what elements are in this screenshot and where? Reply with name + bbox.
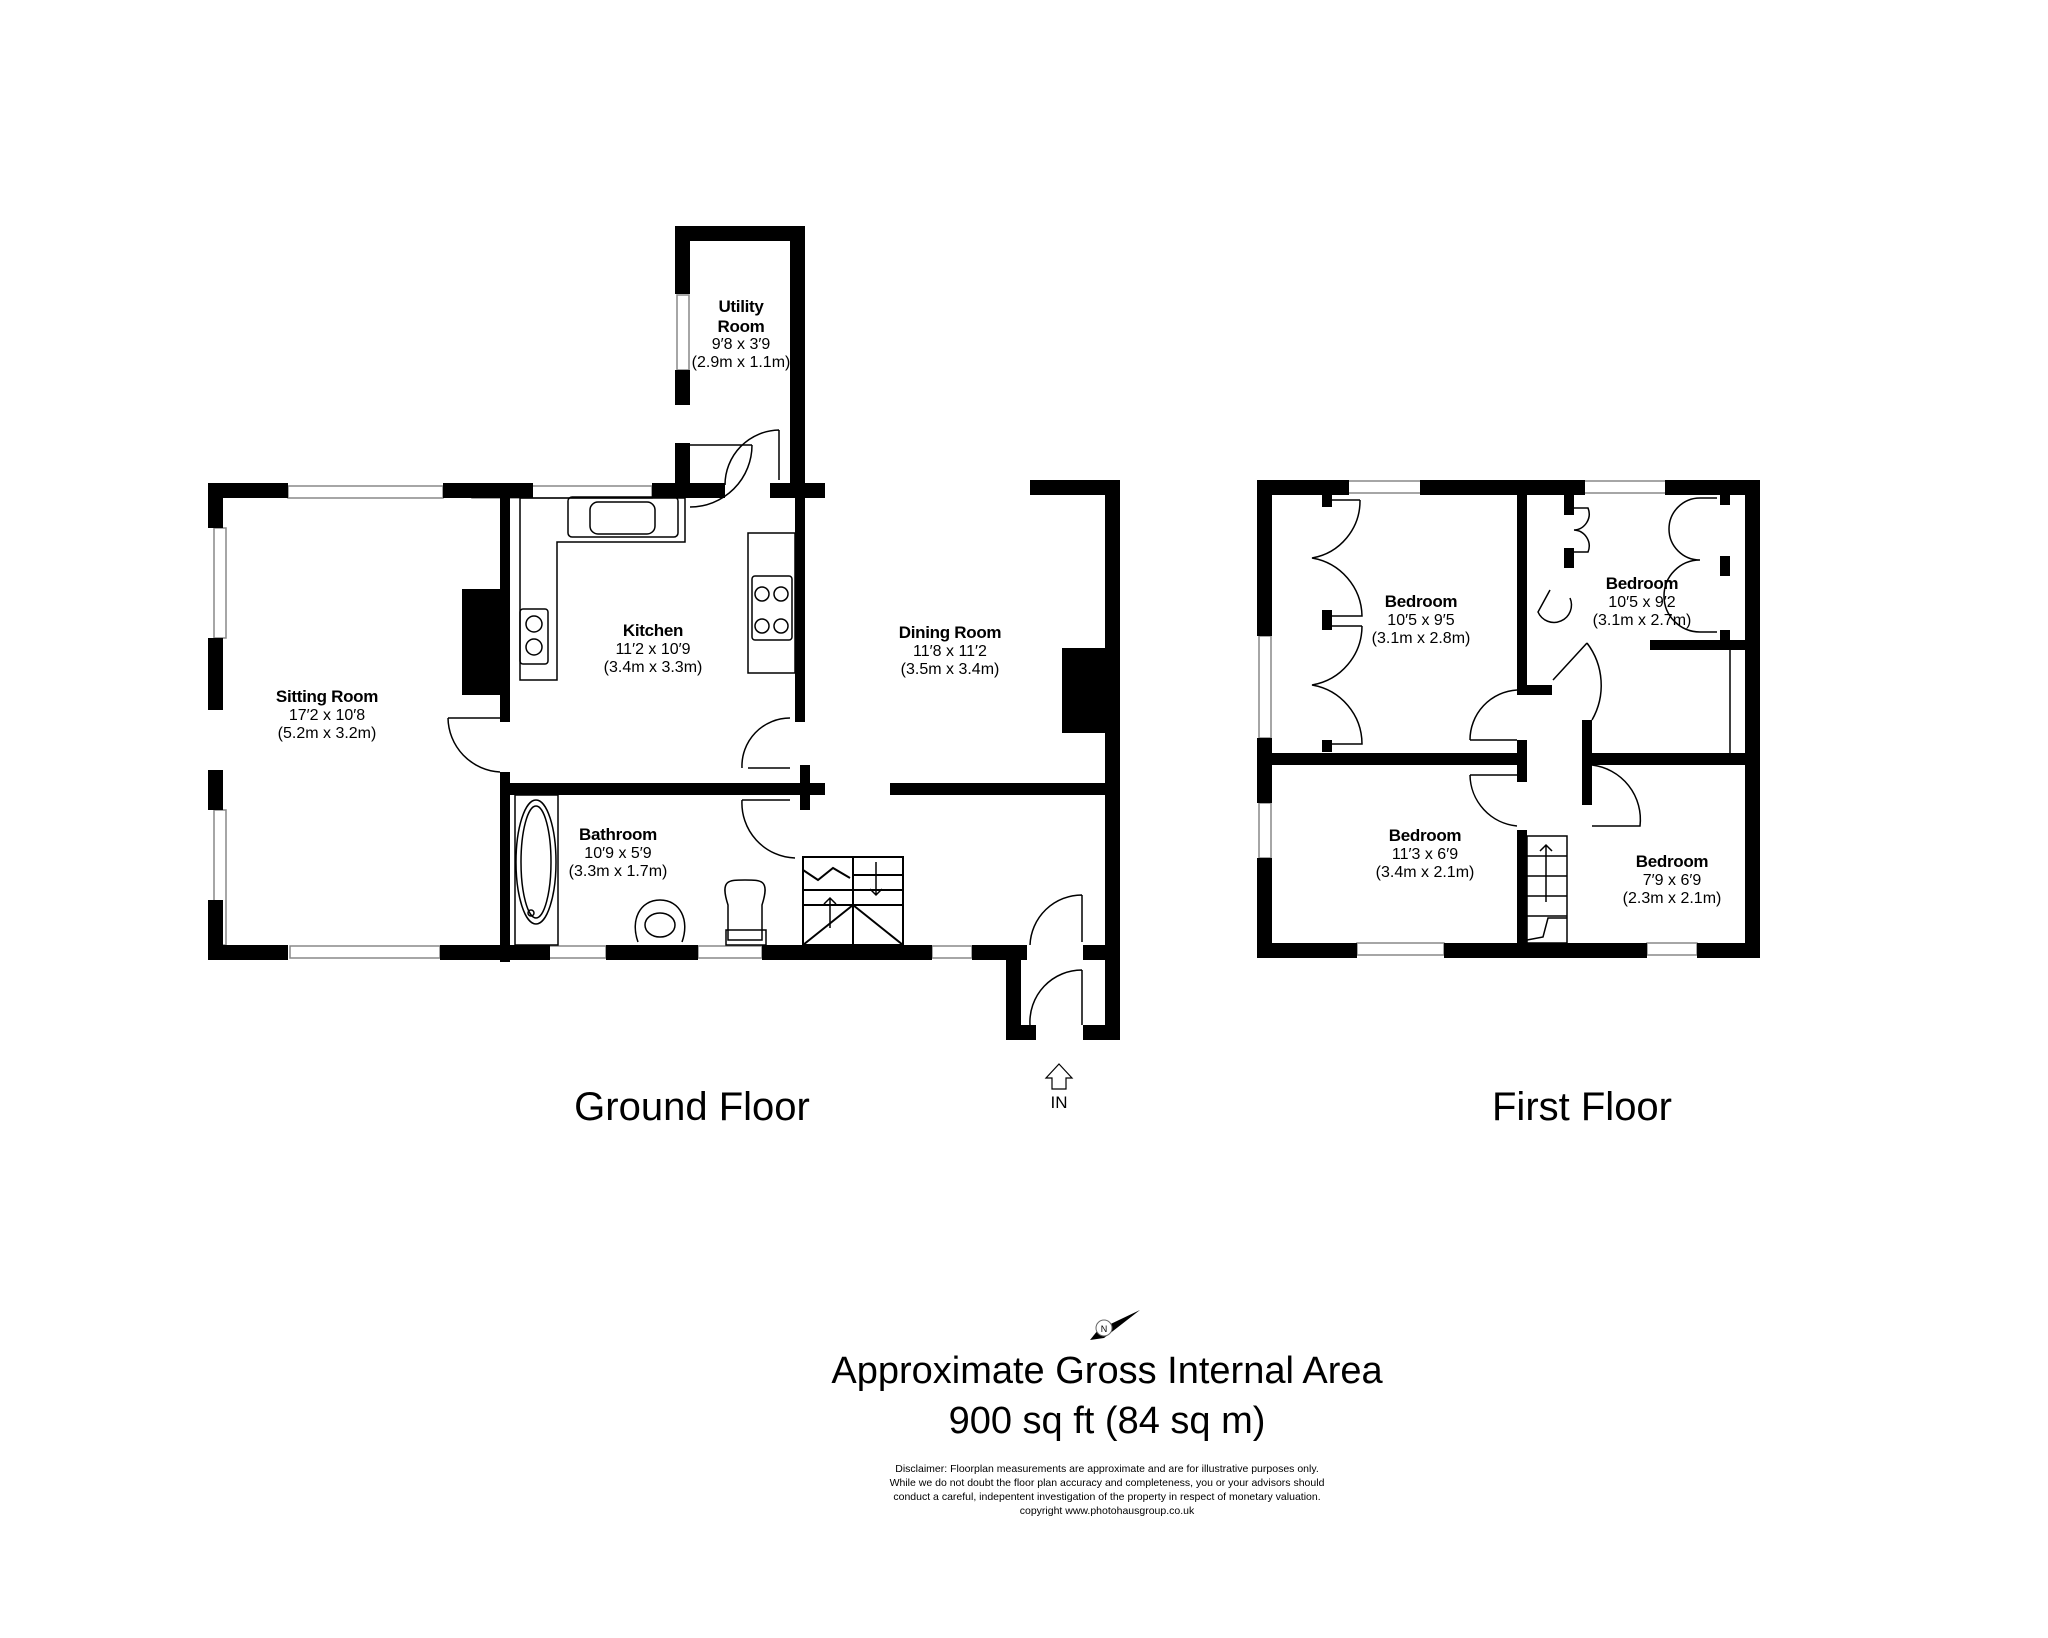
- room-label-kitchen: Kitchen 11′2 x 10′9 (3.4m x 3.3m): [604, 621, 703, 677]
- room-name: Dining Room: [898, 622, 1002, 642]
- room-dimensions-metric: (3.3m x 1.7m): [568, 862, 668, 880]
- room-label-bathroom: Bathroom 10′9 x 5′9 (3.3m x 1.7m): [569, 825, 668, 881]
- room-name: Kitchen: [622, 620, 684, 640]
- copyright-line: copyright www.photohausgroup.co.uk: [1019, 1505, 1195, 1517]
- ground-floor-plan: [208, 226, 1120, 1090]
- room-dimensions-imperial: 10′9 x 5′9: [584, 844, 652, 862]
- room-dimensions-metric: (3.1m x 2.7m): [1592, 611, 1692, 629]
- room-dimensions-metric: (3.4m x 3.3m): [603, 658, 703, 676]
- svg-text:N: N: [1101, 1324, 1108, 1334]
- room-label-bedroom-3: Bedroom 11′3 x 6′9 (3.4m x 2.1m): [1376, 826, 1475, 882]
- room-dimensions-metric: (3.4m x 2.1m): [1375, 863, 1475, 881]
- room-dimensions-imperial: 10′5 x 9′2: [1608, 593, 1676, 611]
- walls: [1257, 480, 1760, 958]
- room-dimensions-metric: (3.5m x 3.4m): [900, 660, 1000, 678]
- room-name: Bedroom: [1384, 591, 1458, 611]
- room-label-bedroom-4: Bedroom 7′9 x 6′9 (2.3m x 2.1m): [1623, 852, 1722, 908]
- disclaimer-line-3: conduct a careful, indepentent investiga…: [893, 1491, 1321, 1503]
- room-label-dining-room: Dining Room 11′8 x 11′2 (3.5m x 3.4m): [898, 622, 1002, 679]
- room-dimensions-imperial: 10′5 x 9′5: [1387, 611, 1455, 629]
- room-dimensions-imperial: 9′8 x 3′9: [711, 336, 771, 354]
- room-dimensions-metric: (2.9m x 1.1m): [691, 354, 791, 372]
- entrance-label: IN: [1050, 1093, 1068, 1112]
- entrance-arrow-icon: [1044, 1063, 1074, 1090]
- staircase: [1526, 835, 1568, 944]
- room-name: Bedroom: [1635, 851, 1709, 871]
- area-title: Approximate Gross Internal Area: [831, 1350, 1383, 1392]
- disclaimer-line-1: Disclaimer: Floorplan measurements are a…: [895, 1463, 1319, 1475]
- room-dimensions-metric: (3.1m x 2.8m): [1371, 629, 1471, 647]
- room-dimensions-metric: (2.3m x 2.1m): [1622, 889, 1722, 907]
- first-floor-title: First Floor: [1492, 1085, 1672, 1129]
- room-dimensions-imperial: 11′8 x 11′2: [913, 642, 987, 660]
- room-dimensions-metric: (5.2m x 3.2m): [277, 724, 377, 742]
- room-dimensions-imperial: 11′3 x 6′9: [1391, 845, 1459, 863]
- room-label-sitting-room: Sitting Room 17′2 x 10′8 (5.2m x 3.2m): [276, 687, 378, 743]
- bathroom-fixtures: [514, 794, 767, 946]
- room-name-line2: Room: [717, 316, 765, 336]
- walls: [208, 226, 1120, 1040]
- room-name: Bedroom: [1605, 573, 1679, 593]
- room-dimensions-imperial: 11′2 x 10′9: [615, 640, 691, 658]
- ground-floor-title: Ground Floor: [574, 1085, 810, 1129]
- room-label-utility: Utility Room 9′8 x 3′9 (2.9m x 1.1m): [692, 297, 791, 373]
- disclaimer: Disclaimer: Floorplan measurements are a…: [890, 1462, 1325, 1518]
- kitchen-fixtures: [519, 496, 796, 681]
- room-label-bedroom-2: Bedroom 10′5 x 9′2 (3.1m x 2.7m): [1593, 574, 1692, 630]
- room-label-bedroom-1: Bedroom 10′5 x 9′5 (3.1m x 2.8m): [1372, 592, 1471, 648]
- room-name: Bedroom: [1388, 825, 1462, 845]
- room-name: Bathroom: [579, 824, 657, 844]
- doors: [447, 429, 1083, 1026]
- disclaimer-line-2: While we do not doubt the floor plan acc…: [889, 1477, 1325, 1489]
- doors: [1311, 497, 1731, 827]
- room-name: Utility: [718, 297, 764, 317]
- staircase: [802, 856, 904, 946]
- first-floor-plan: [1257, 480, 1760, 958]
- compass-north-icon: N: [1090, 1310, 1140, 1340]
- area-value: 900 sq ft (84 sq m): [948, 1400, 1266, 1442]
- room-name: Sitting Room: [275, 686, 379, 706]
- room-dimensions-imperial: 17′2 x 10′8: [288, 706, 366, 724]
- room-dimensions-imperial: 7′9 x 6′9: [1642, 871, 1702, 889]
